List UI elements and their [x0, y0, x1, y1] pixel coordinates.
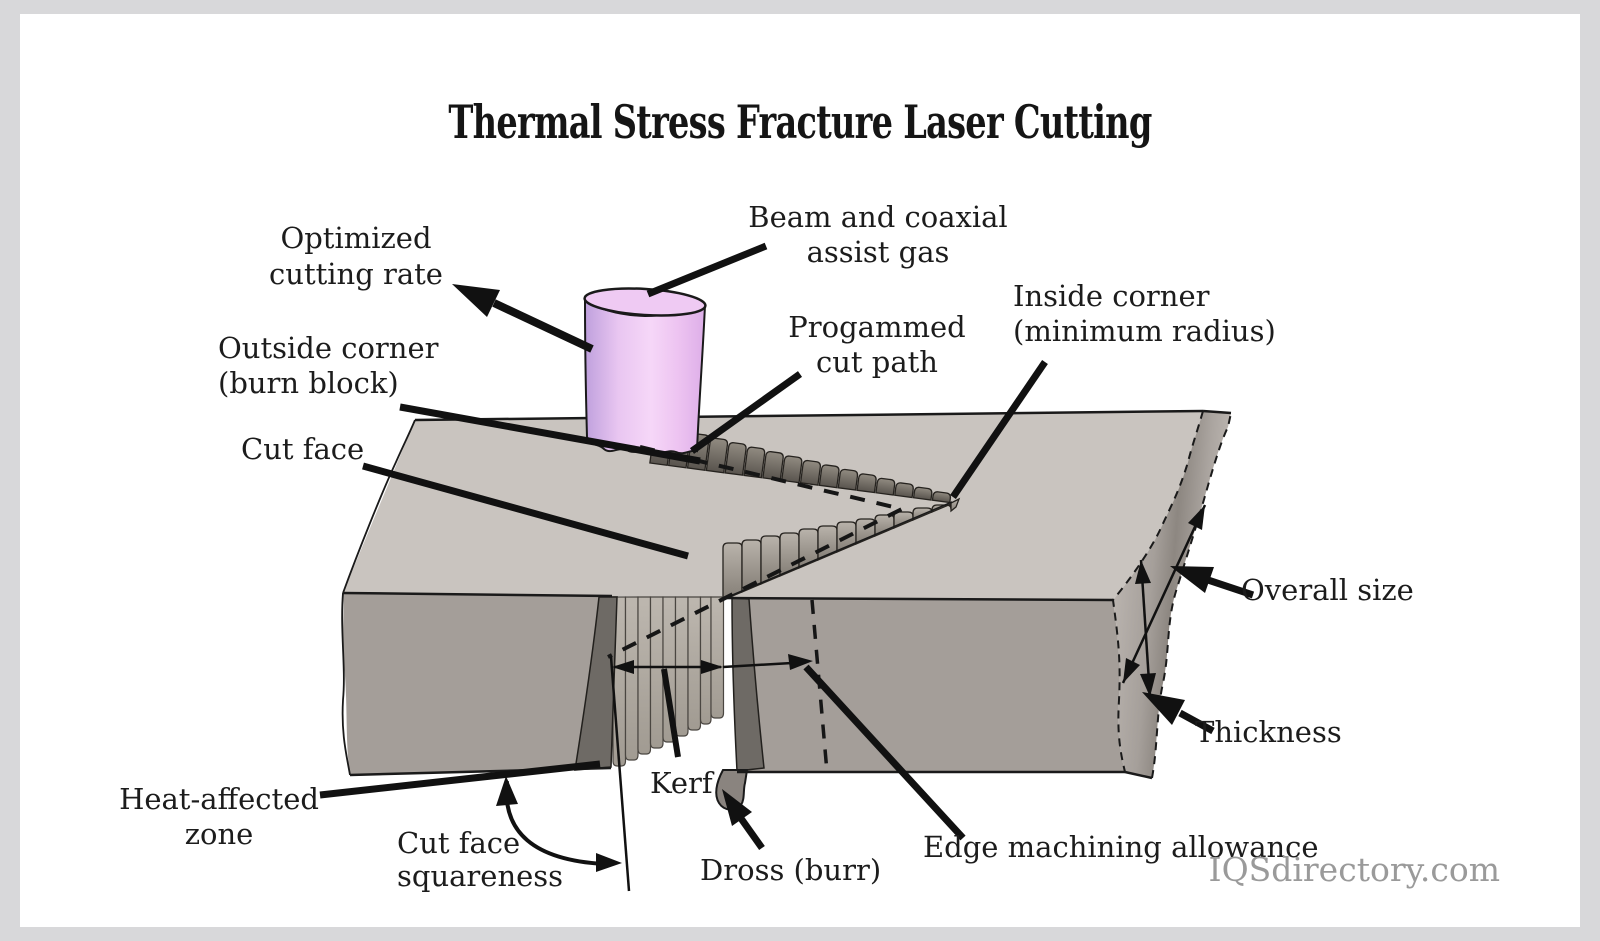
laser-beam-cylinder: [583, 287, 707, 455]
label-optimized-cutting-rate: Optimized cutting rate: [269, 221, 443, 291]
heat-affected-wedge-left: [574, 596, 618, 771]
thickness-measure-arrow: [1135, 559, 1156, 698]
label-dross: Dross (burr): [700, 853, 882, 887]
label-kerf: Kerf: [650, 766, 713, 800]
label-thickness: Thickness: [1195, 715, 1342, 749]
heat-affected-wedge-right: [731, 597, 765, 772]
cut-face-leader: [362, 462, 689, 560]
label-cut-face: Cut face: [241, 432, 365, 466]
squareness-arc-arrow: [496, 776, 622, 872]
annotations: [319, 242, 1255, 892]
label-heat-affected-zone: Heat-affected zone: [119, 782, 319, 851]
kerf-measure-arrow: [612, 660, 723, 674]
programmed-cut-path-dashes: [607, 445, 908, 659]
overall-size-measure-arrow: [1121, 504, 1207, 684]
thickness-leader: [1142, 692, 1215, 735]
programmed-path-leader: [689, 371, 803, 454]
watermark-iqsdirectory: IQSdirectory.com: [1208, 850, 1500, 889]
label-overall-size: Overall size: [1241, 573, 1414, 607]
diagram-title: Thermal Stress Fracture Laser Cutting: [448, 95, 1152, 149]
workpiece-block: [342, 411, 1231, 778]
label-outside-corner: Outside corner (burn block): [218, 331, 439, 400]
beam-leader: [646, 242, 768, 298]
broken-end-face: [1113, 411, 1231, 778]
block-edges: [341, 409, 1232, 780]
overall-size-leader: [1170, 566, 1255, 599]
outside-corner-leader: [399, 403, 701, 465]
front-face-left: [342, 593, 618, 775]
dross-leader: [722, 789, 765, 851]
label-edge-machining-allowance: Edge machining allowance: [923, 830, 1319, 864]
label-inside-corner: Inside corner (minimum radius): [1013, 279, 1276, 348]
optimized-cutting-rate-arrow: [452, 284, 594, 353]
label-beam-assist-gas: Beam and coaxial assist gas: [748, 200, 1008, 269]
inside-corner-leader: [950, 360, 1048, 499]
edge-allowance-leader: [803, 664, 966, 841]
label-cut-face-squareness: Cut face squareness: [397, 826, 564, 893]
cylinder-top: [583, 287, 707, 317]
front-face-right: [732, 598, 1125, 772]
label-programmed-cut-path: Progammed cut path: [788, 310, 966, 379]
squareness-datum-line: [609, 656, 631, 892]
kerf-leader: [661, 668, 681, 758]
edge-allowance-measure-arrow: [722, 654, 813, 670]
top-face: [343, 411, 1203, 600]
heat-affected-leader: [319, 760, 601, 799]
